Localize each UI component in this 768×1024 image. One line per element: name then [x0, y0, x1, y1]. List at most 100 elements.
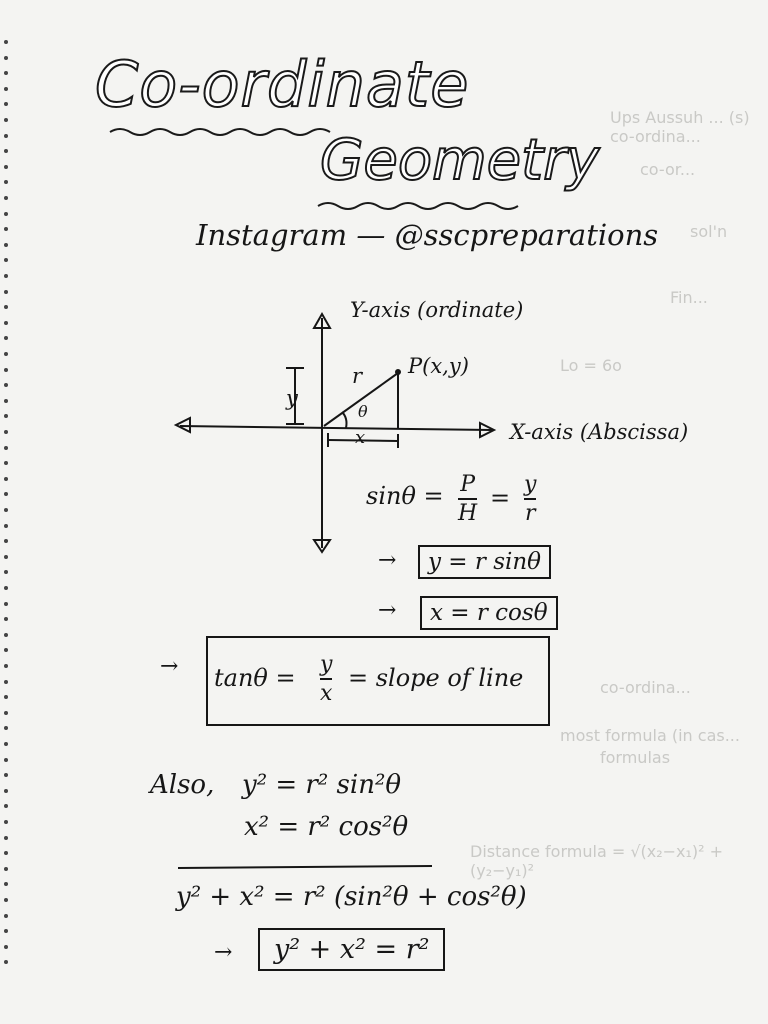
punch-hole — [4, 835, 8, 840]
punch-hole — [4, 476, 8, 481]
ghost-text: Distance formula = √(x₂−x₁)² + (y₂−y₁)² — [470, 842, 724, 880]
punch-hole — [4, 601, 8, 606]
punch-hole — [4, 882, 8, 887]
y-equation-box: y = r sinθ — [418, 545, 552, 579]
y-dim-label: y — [286, 386, 298, 410]
punch-hole — [4, 539, 8, 544]
tan-rhs: = slope of line — [348, 664, 524, 692]
x-squared-equation: x² = r² cos²θ — [244, 812, 409, 842]
punch-hole — [4, 289, 8, 294]
punch-hole — [4, 367, 8, 372]
punch-hole — [4, 274, 8, 278]
punch-hole — [4, 86, 8, 91]
punch-hole — [4, 211, 8, 216]
x-dim-label: x — [355, 427, 366, 448]
punch-hole — [4, 398, 8, 403]
sin-numerator: P — [460, 472, 475, 497]
punch-hole — [4, 898, 8, 902]
punch-hole — [4, 242, 8, 247]
x-equation-box: x = r cosθ — [420, 596, 558, 630]
y-axis-arrow-down — [312, 539, 332, 554]
punch-hole — [4, 851, 8, 856]
punch-hole — [4, 710, 8, 715]
ghost-text: Ups Aussuh ... (s) co-ordina... — [610, 108, 750, 146]
punch-hole — [4, 492, 8, 497]
also-label: Also, — [150, 770, 215, 800]
title-geometry: Geometry — [319, 127, 600, 194]
punch-hole — [4, 40, 8, 44]
punch-hole — [4, 617, 8, 622]
ghost-text: formulas — [600, 748, 671, 767]
punch-hole — [4, 414, 8, 419]
ghost-text: Lo = 6o — [560, 356, 622, 375]
fraction-bar — [458, 498, 478, 500]
final-equation-box: y² + x² = r² — [258, 928, 446, 971]
tan-numerator: y — [320, 652, 333, 677]
x-axis-label: X-axis (Abscissa) — [510, 420, 689, 444]
y-over-r-fraction: y r — [524, 472, 537, 526]
ghost-text: Fin... — [670, 288, 708, 307]
punch-hole — [4, 664, 8, 668]
punch-hole — [4, 102, 8, 107]
tan-box: tanθ = y x = slope of line — [206, 636, 550, 726]
punch-hole — [4, 445, 8, 450]
punch-hole — [4, 149, 8, 154]
x-axis-arrow-right — [479, 421, 497, 439]
sum-separator — [177, 865, 433, 869]
punch-hole — [4, 118, 8, 122]
instagram-handle: Instagram — @sscpreparations — [196, 218, 659, 252]
p-over-h-fraction: P H — [458, 472, 478, 526]
punch-hole — [4, 227, 8, 232]
punch-hole — [4, 180, 8, 185]
punch-hole — [4, 695, 8, 700]
y-squared-equation: y² = r² sin²θ — [242, 770, 402, 800]
punch-hole — [4, 820, 8, 824]
punch-hole — [4, 788, 8, 793]
y-axis-label: Y-axis (ordinate) — [350, 298, 524, 322]
punch-hole — [4, 336, 8, 341]
fraction-bar — [320, 678, 333, 680]
title-coordinate: Co-ordinate — [94, 47, 470, 122]
arrow-icon: → — [378, 548, 397, 573]
punch-hole — [4, 133, 8, 138]
punch-hole — [4, 352, 8, 356]
tan-fraction: y x — [320, 652, 333, 706]
y-axis-arrow-up — [312, 311, 332, 329]
sin-lhs: sinθ = — [366, 482, 444, 510]
ghost-text: sol'n — [690, 222, 728, 241]
punch-hole — [4, 508, 8, 512]
punch-hole — [4, 523, 8, 528]
punch-hole — [4, 773, 8, 778]
theta-label: θ — [358, 402, 368, 421]
punch-hole — [4, 430, 8, 434]
punch-hole — [4, 196, 8, 200]
sin-r: r — [524, 501, 536, 526]
r-label: r — [352, 364, 363, 388]
ghost-text: most formula (in cas... — [560, 726, 740, 745]
sum-equation: y² + x² = r² (sin²θ + cos²θ) — [176, 882, 527, 912]
punch-hole — [4, 742, 8, 746]
punch-hole — [4, 866, 8, 871]
point-p — [395, 369, 401, 375]
punch-hole — [4, 258, 8, 263]
radius-line — [323, 372, 399, 427]
ghost-text: co-ordina... — [600, 678, 691, 697]
punch-hole — [4, 679, 8, 684]
sin-equals: = — [490, 484, 511, 512]
fraction-bar — [524, 498, 537, 500]
ghost-text: co-or... — [640, 160, 696, 179]
punch-hole — [4, 554, 8, 559]
arrow-icon: → — [214, 940, 233, 965]
x-dim-line — [327, 439, 399, 442]
punch-hole — [4, 929, 8, 934]
sin-denominator: H — [458, 501, 478, 526]
x-axis-arrow-left — [173, 416, 191, 434]
punch-hole — [4, 586, 8, 590]
punch-hole — [4, 726, 8, 731]
arrow-icon: → — [160, 654, 179, 679]
punch-hole — [4, 71, 8, 76]
punch-hole — [4, 648, 8, 653]
punch-hole — [4, 960, 8, 965]
